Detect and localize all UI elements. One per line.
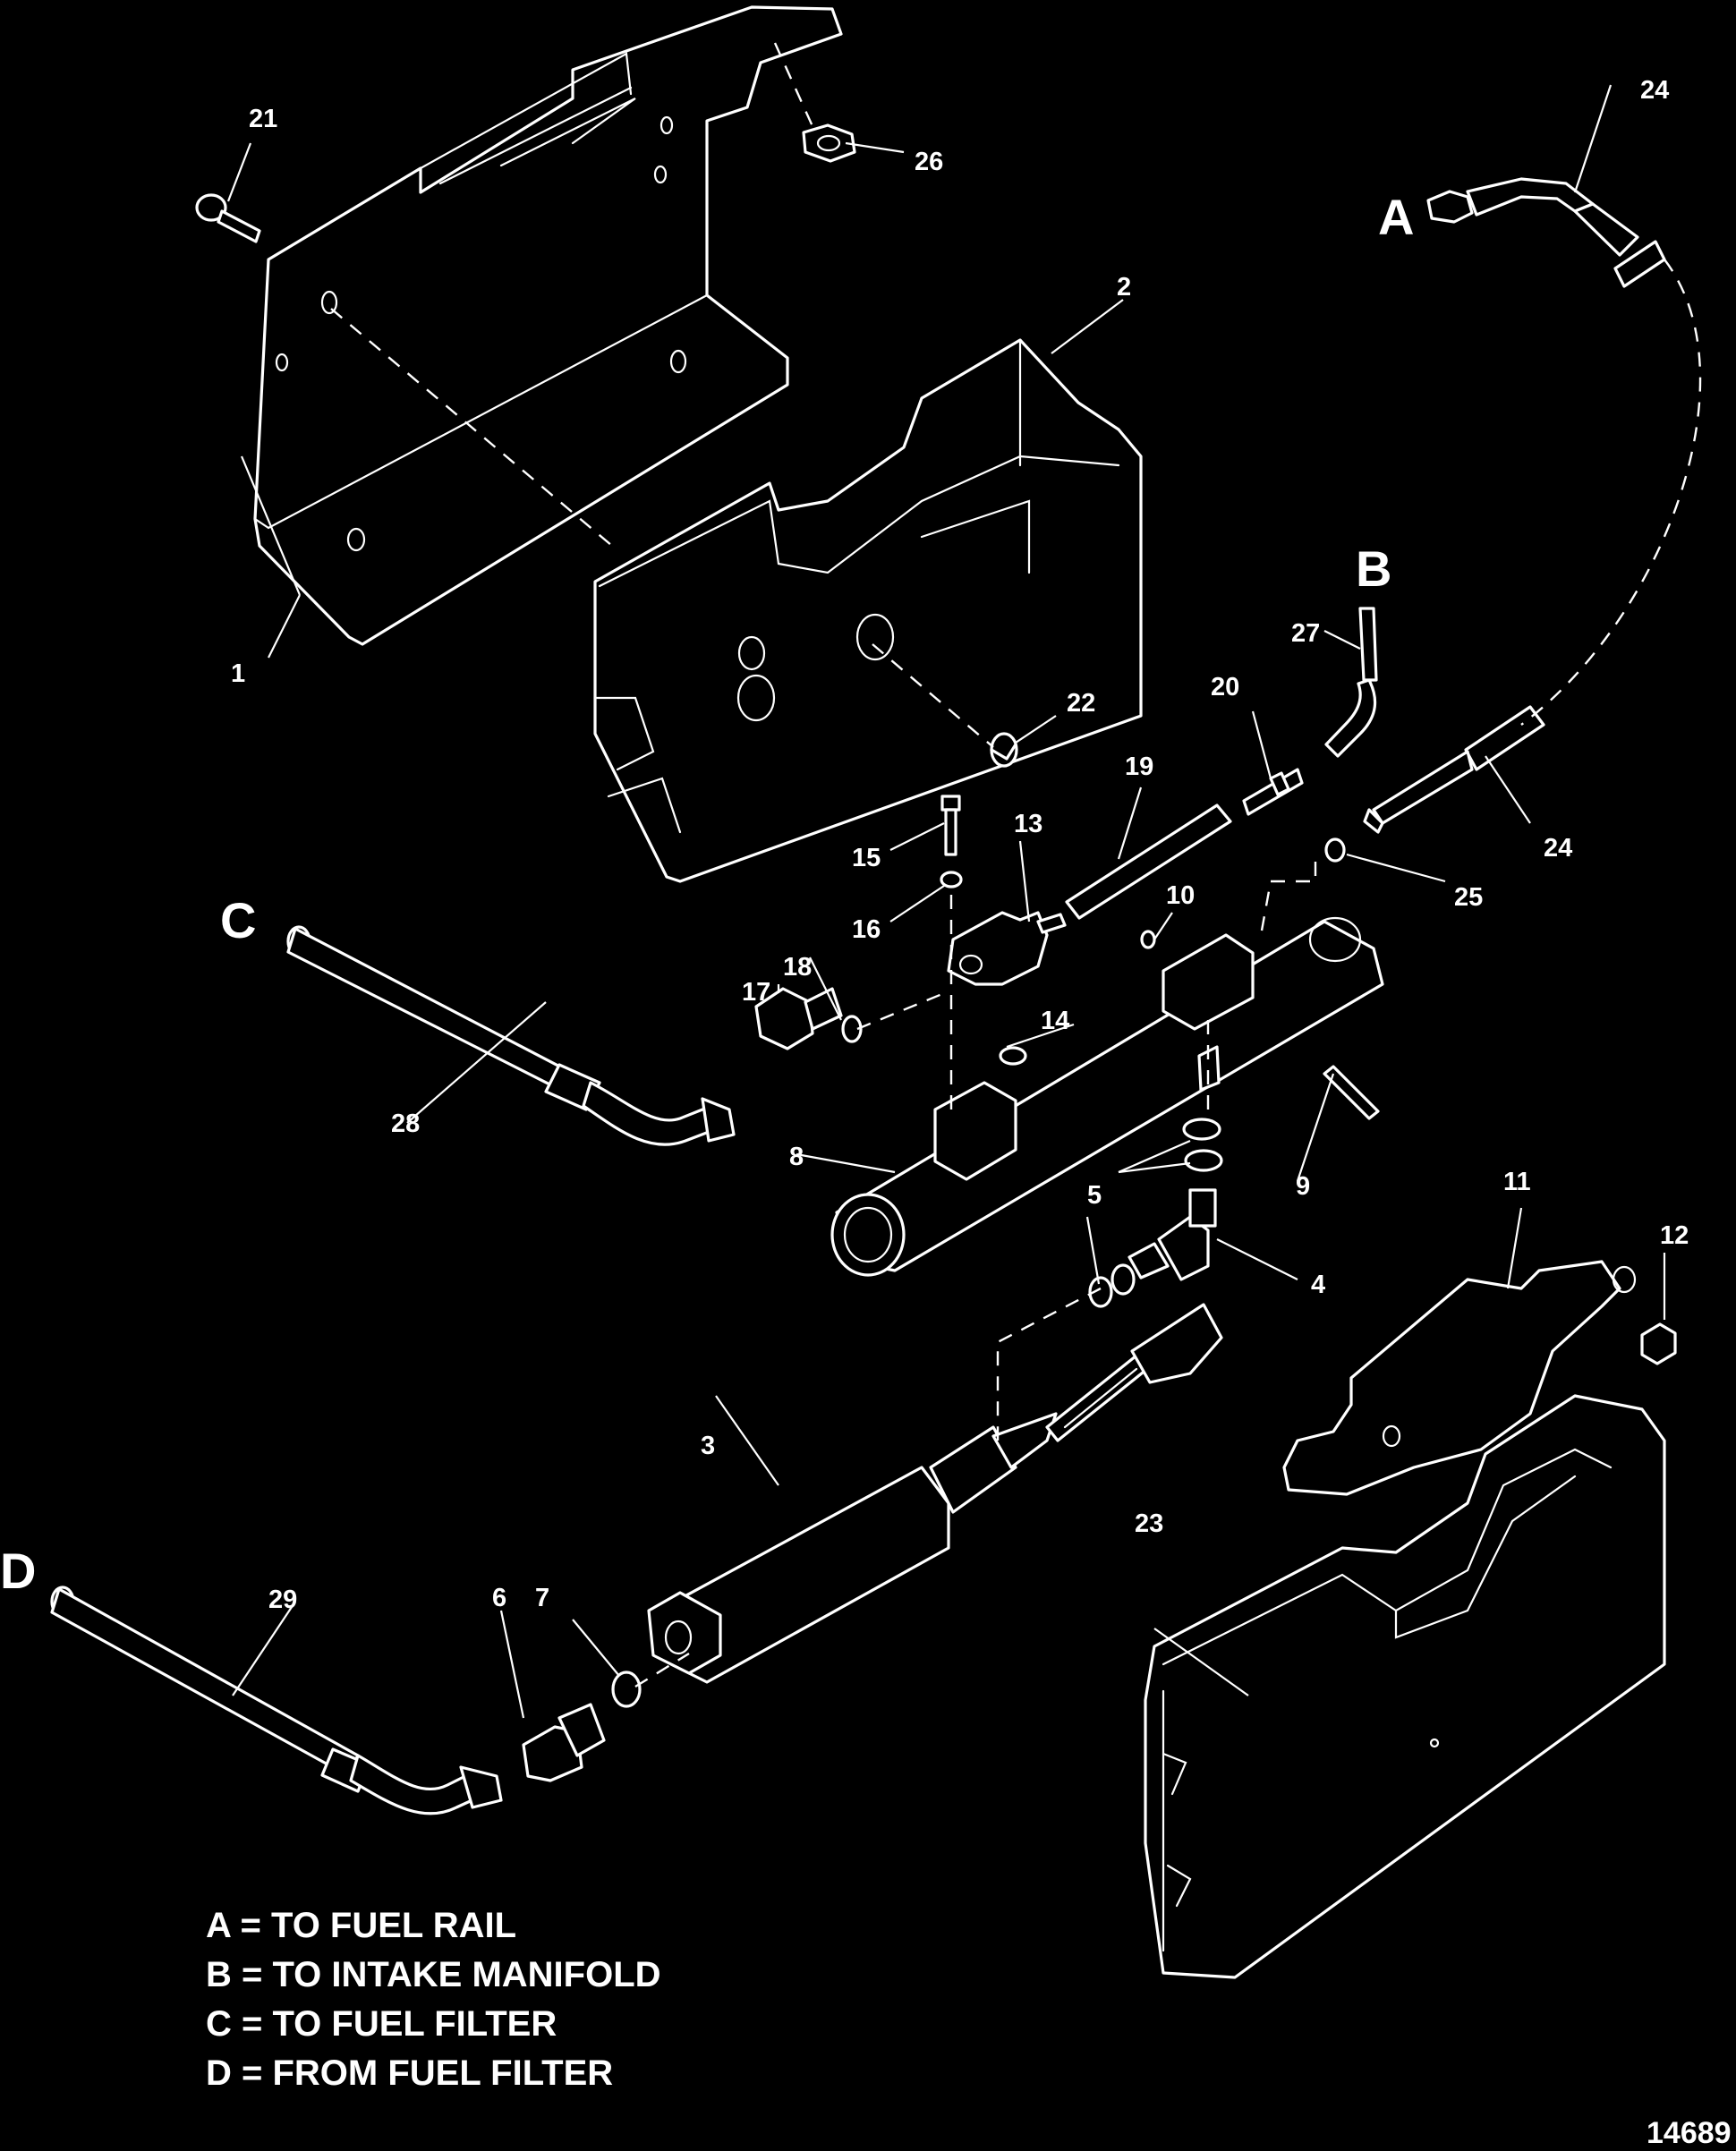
pressure-regulator-13 [947, 911, 1067, 986]
part-number-labels: 1 2 3 4 5 6 7 8 9 10 11 12 13 14 15 16 1… [231, 76, 1689, 1614]
tube-19 [1065, 803, 1232, 920]
fuel-pump-3 [647, 1303, 1223, 1684]
connector-20 [1242, 768, 1304, 816]
screw-9 [1323, 1065, 1380, 1120]
label-17: 17 [742, 978, 770, 1007]
fuel-line-d [50, 1586, 503, 1815]
nut-12 [1640, 1322, 1677, 1365]
cover-23 [1144, 1394, 1666, 1979]
legend-line-d: D = FROM FUEL FILTER [206, 2053, 613, 2093]
label-15: 15 [852, 844, 881, 872]
connection-letters: A B C D [0, 189, 1414, 1599]
label-22: 22 [1067, 689, 1095, 718]
label-2: 2 [1117, 273, 1131, 302]
fuel-line-a [1426, 177, 1666, 288]
plug-10 [1140, 930, 1156, 949]
elbow-fitting-4 [1128, 1188, 1217, 1281]
label-24-top: 24 [1640, 76, 1669, 105]
label-25: 25 [1454, 883, 1483, 912]
label-13: 13 [1014, 810, 1042, 838]
label-5: 5 [1087, 1181, 1102, 1210]
washer-25 [1324, 837, 1346, 863]
label-6: 6 [492, 1584, 506, 1612]
washer-16 [940, 871, 963, 888]
label-27: 27 [1291, 619, 1320, 648]
label-10: 10 [1166, 881, 1195, 910]
letter-d: D [0, 1543, 36, 1599]
bolt-21 [195, 193, 261, 243]
label-8: 8 [789, 1143, 804, 1171]
legend-line-b: B = TO INTAKE MANIFOLD [206, 1955, 661, 1994]
plug-17 [754, 987, 843, 1050]
fuel-rail-body-8 [830, 916, 1384, 1277]
label-26: 26 [915, 148, 943, 176]
letter-c: C [220, 892, 256, 948]
figure-id: 14689 [1647, 2116, 1732, 2150]
label-19: 19 [1125, 752, 1153, 781]
leader-lines [226, 84, 1666, 1719]
legend-line-c: C = TO FUEL FILTER [206, 2004, 557, 2044]
fitting-6 [522, 1703, 606, 1782]
label-24-bottom: 24 [1544, 834, 1572, 863]
o-ring-18 [841, 1015, 863, 1043]
label-20: 20 [1211, 673, 1239, 701]
label-28: 28 [391, 1110, 420, 1138]
label-12: 12 [1660, 1221, 1689, 1250]
label-23: 23 [1135, 1509, 1163, 1538]
label-18: 18 [783, 953, 812, 982]
clip-14 [999, 1046, 1027, 1066]
seals-5 [1088, 1118, 1223, 1308]
label-29: 29 [268, 1586, 297, 1614]
mounting-bracket [253, 5, 843, 646]
label-3: 3 [701, 1432, 715, 1460]
screw-15 [940, 795, 961, 856]
hose-27 [1324, 607, 1378, 758]
seal-7 [611, 1671, 642, 1708]
label-11: 11 [1503, 1168, 1531, 1196]
label-9: 9 [1296, 1172, 1310, 1201]
fuel-line-c [286, 925, 736, 1146]
nut-26 [802, 123, 856, 163]
label-14: 14 [1041, 1007, 1069, 1035]
legend: A = TO FUEL RAIL B = TO INTAKE MANIFOLD … [206, 1906, 661, 2093]
grommet-22 [990, 732, 1018, 768]
assembly-lines [330, 42, 1702, 1688]
label-1: 1 [231, 659, 245, 688]
label-4: 4 [1311, 1271, 1325, 1299]
label-21: 21 [249, 105, 277, 133]
label-7: 7 [535, 1584, 549, 1612]
label-16: 16 [852, 915, 881, 944]
fuel-line-24-fitting [1363, 705, 1545, 834]
bracket-11 [1282, 1260, 1637, 1496]
letter-b: B [1356, 540, 1391, 597]
legend-line-a: A = TO FUEL RAIL [206, 1906, 516, 1945]
letter-a: A [1378, 189, 1414, 245]
